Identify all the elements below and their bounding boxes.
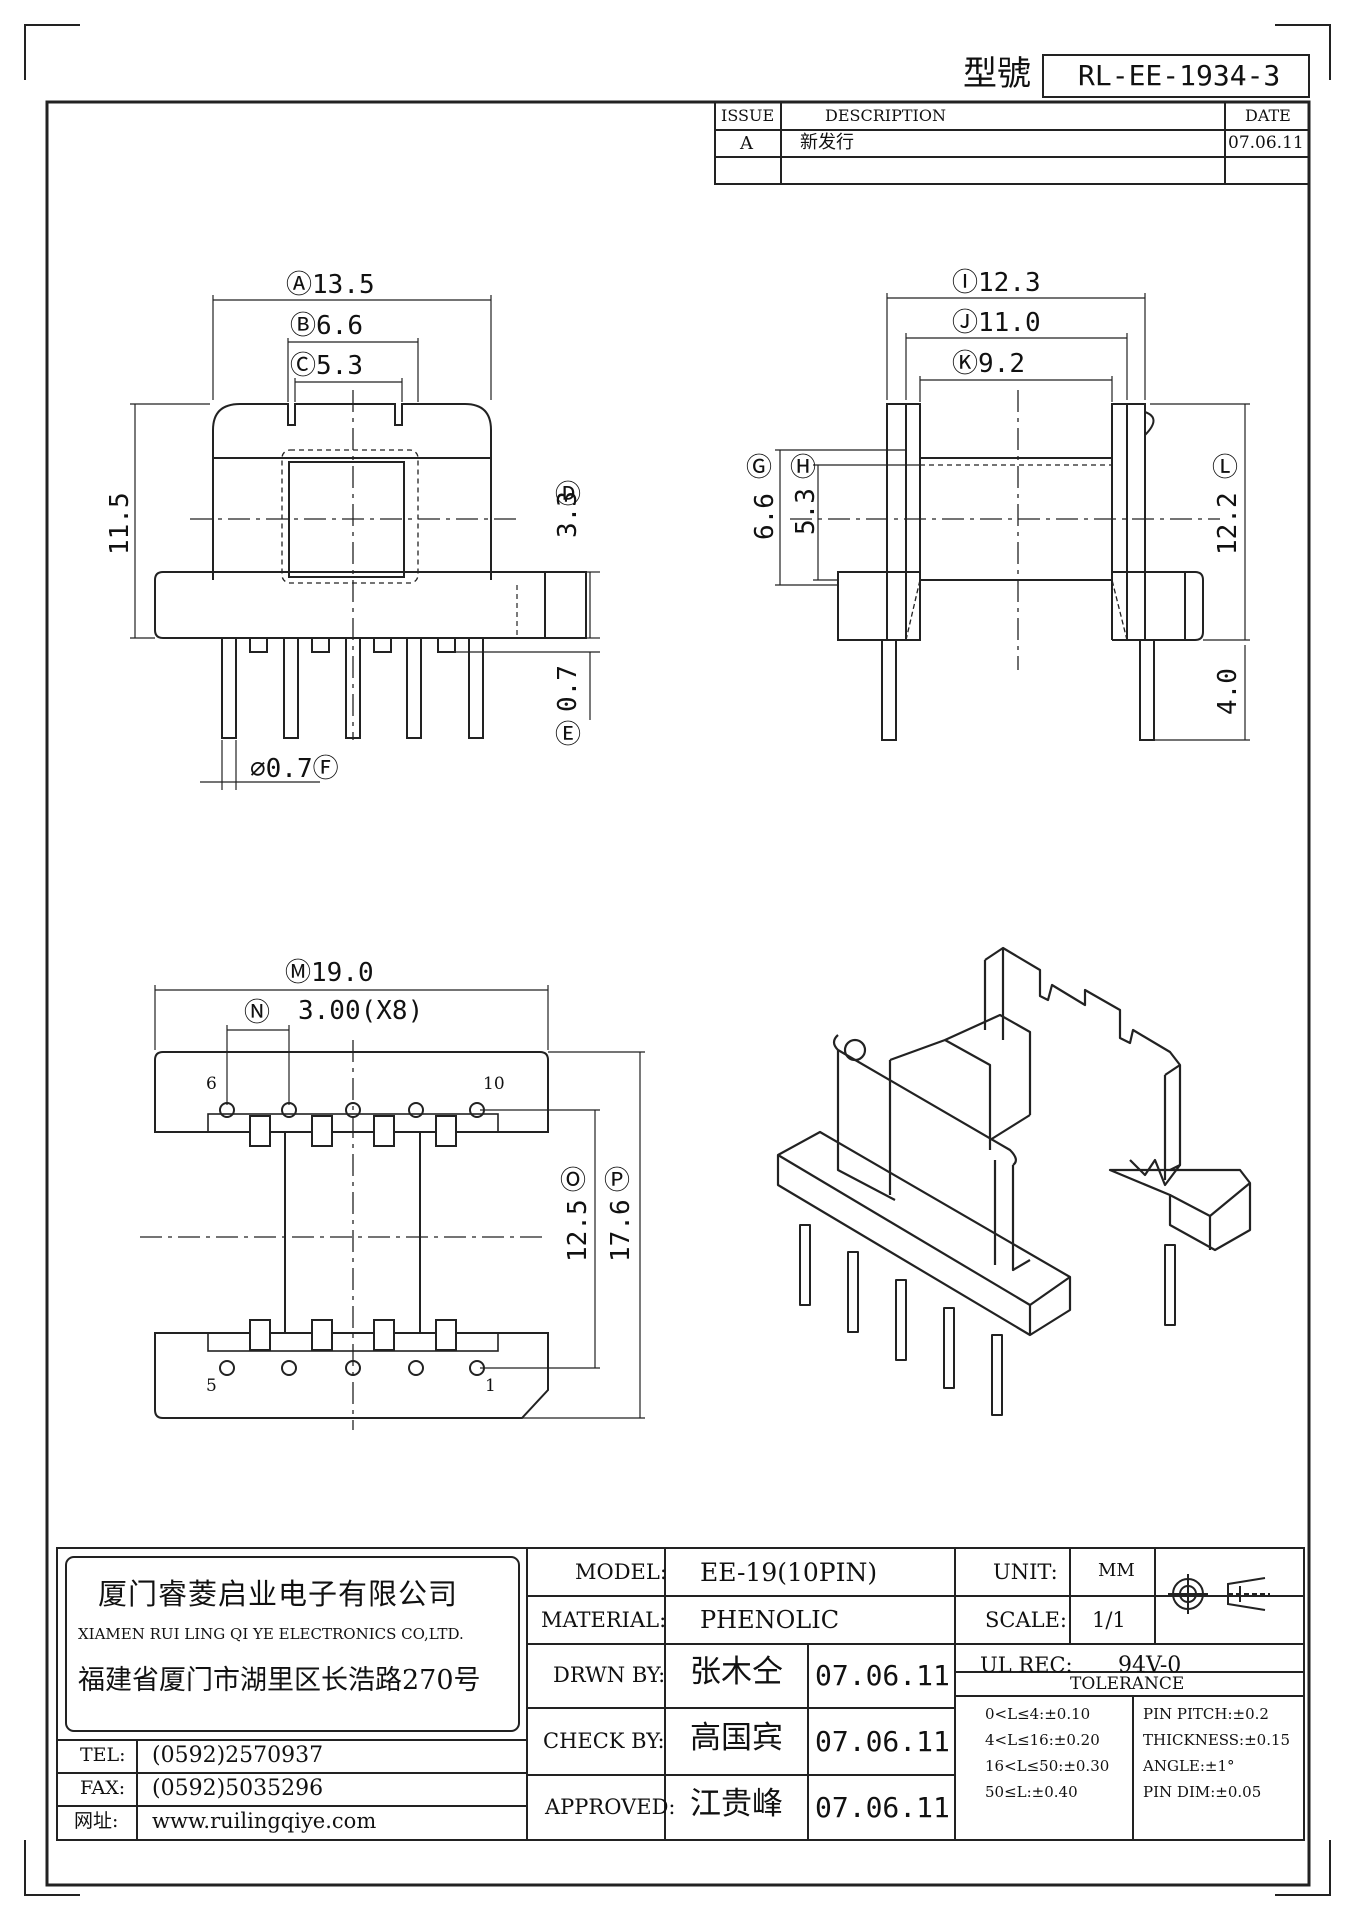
dim-e-letter: Ⓔ bbox=[555, 720, 582, 750]
dim-side-pin-length: 4.0 bbox=[1213, 668, 1243, 715]
dim-p-value: 17.6 bbox=[606, 1199, 636, 1262]
dim-f: ⌀0.7Ⓕ bbox=[250, 754, 339, 784]
scale-label: SCALE: bbox=[985, 1608, 1067, 1632]
dim-g-value: 6.6 bbox=[750, 493, 780, 540]
dim-j: Ⓙ11.0 bbox=[952, 308, 1041, 338]
revision-description: 新发行 bbox=[800, 132, 854, 153]
dim-o-value: 12.5 bbox=[563, 1199, 593, 1262]
dim-e-value: 0.7 bbox=[553, 665, 583, 712]
dim-m: Ⓜ19.0 bbox=[285, 958, 374, 988]
model-field-label: MODEL: bbox=[575, 1560, 667, 1584]
company-address: 福建省厦门市湖里区长浩路270号 bbox=[78, 1665, 481, 1696]
dim-c: Ⓒ5.3 bbox=[290, 351, 363, 381]
dim-a: Ⓐ13.5 bbox=[286, 270, 375, 300]
check-by-label: CHECK BY: bbox=[543, 1729, 665, 1753]
pin-label-6: 6 bbox=[206, 1074, 217, 1094]
dim-m-value: 19.0 bbox=[311, 958, 374, 988]
corner-marks bbox=[24, 24, 1331, 1896]
approved-date: 07.06.11 bbox=[815, 1791, 950, 1824]
dim-d-value: 3.3 bbox=[553, 491, 583, 538]
dim-c-value: 5.3 bbox=[316, 351, 363, 381]
model-number: RL-EE-1934-3 bbox=[1078, 59, 1281, 92]
pin-label-5: 5 bbox=[206, 1376, 217, 1396]
material-label: MATERIAL: bbox=[541, 1608, 667, 1632]
fax-value: (0592)5035296 bbox=[152, 1776, 324, 1801]
web-label: 网址: bbox=[74, 1810, 119, 1832]
dim-a-value: 13.5 bbox=[312, 270, 375, 300]
revision-header-description: DESCRIPTION bbox=[825, 106, 946, 125]
dim-i: Ⓘ12.3 bbox=[952, 268, 1041, 298]
approved-label: APPROVED: bbox=[545, 1795, 676, 1819]
dim-k: Ⓚ9.2 bbox=[952, 349, 1025, 379]
tolerance-right-1: PIN PITCH:±0.2 bbox=[1143, 1705, 1269, 1723]
model-label: 型號 bbox=[963, 54, 1031, 94]
projection-symbol-icon bbox=[1168, 1574, 1270, 1614]
pin-label-10: 10 bbox=[483, 1074, 505, 1094]
tolerance-right-3: ANGLE:±1° bbox=[1143, 1757, 1235, 1775]
dim-p-letter: Ⓟ bbox=[604, 1166, 631, 1196]
scale-value: 1/1 bbox=[1092, 1608, 1126, 1632]
dim-b-value: 6.6 bbox=[316, 311, 363, 341]
unit-label: UNIT: bbox=[993, 1560, 1058, 1584]
title-block-grid bbox=[56, 1547, 1305, 1841]
tel-value: (0592)2570937 bbox=[152, 1743, 324, 1768]
tolerance-right-2: THICKNESS:±0.15 bbox=[1143, 1731, 1291, 1749]
material-value: PHENOLIC bbox=[700, 1606, 840, 1634]
sheet-border bbox=[45, 100, 1311, 1887]
dim-o-letter: Ⓞ bbox=[560, 1166, 587, 1196]
tolerance-left-3: 16<L≤50:±0.30 bbox=[985, 1757, 1110, 1775]
fax-label: FAX: bbox=[80, 1777, 126, 1799]
dim-i-value: 12.3 bbox=[978, 268, 1041, 298]
dim-n-letter: Ⓝ bbox=[244, 998, 271, 1028]
dim-l-letter: Ⓛ bbox=[1212, 453, 1239, 483]
dim-h-value: 5.3 bbox=[791, 488, 821, 535]
dim-f-value: 0.7 bbox=[265, 754, 313, 784]
ul-value: 94V-0 bbox=[1118, 1653, 1182, 1678]
dim-b: Ⓑ6.6 bbox=[290, 311, 363, 341]
ul-label: UL REC: bbox=[980, 1653, 1073, 1677]
drawn-by-name: 张木仝 bbox=[690, 1654, 783, 1690]
isometric-view bbox=[776, 946, 1252, 1416]
dim-k-value: 9.2 bbox=[978, 349, 1025, 379]
unit-value: MM bbox=[1098, 1560, 1135, 1581]
pin-label-1: 1 bbox=[485, 1376, 496, 1396]
diameter-symbol: ⌀ bbox=[250, 754, 266, 784]
model-field-value: EE-19(10PIN) bbox=[700, 1558, 878, 1587]
model-header-box bbox=[1042, 54, 1310, 98]
dim-front-height: 11.5 bbox=[105, 492, 135, 555]
company-name-en: XIAMEN RUI LING QI YE ELECTRONICS CO,LTD… bbox=[78, 1625, 464, 1643]
company-name-cn: 厦门睿菱启业电子有限公司 bbox=[98, 1577, 459, 1611]
dim-j-value: 11.0 bbox=[978, 308, 1041, 338]
tolerance-left-4: 50≤L:±0.40 bbox=[985, 1783, 1078, 1801]
revision-date: 07.06.11 bbox=[1228, 133, 1304, 153]
tolerance-left-2: 4<L≤16:±0.20 bbox=[985, 1731, 1100, 1749]
bottom-view bbox=[140, 985, 645, 1430]
tel-label: TEL: bbox=[80, 1744, 126, 1766]
revision-header-date: DATE bbox=[1245, 106, 1291, 125]
approved-by-name: 江贵峰 bbox=[690, 1786, 783, 1822]
front-view bbox=[130, 295, 600, 790]
dim-n-value: 3.00(X8) bbox=[298, 996, 424, 1026]
drawn-date: 07.06.11 bbox=[815, 1659, 950, 1692]
tolerance-left-1: 0<L≤4:±0.10 bbox=[985, 1705, 1091, 1723]
revision-issue: A bbox=[740, 133, 753, 154]
drawn-by-label: DRWN BY: bbox=[553, 1663, 666, 1687]
web-value: www.ruilingqiye.com bbox=[152, 1809, 377, 1833]
revision-header-issue: ISSUE bbox=[721, 106, 775, 125]
dim-g-letter: Ⓖ bbox=[746, 453, 773, 483]
revision-table bbox=[714, 101, 1310, 185]
side-view bbox=[775, 293, 1250, 741]
dim-h-letter: Ⓗ bbox=[790, 453, 817, 483]
dim-d-letter: Ⓓ bbox=[555, 480, 582, 510]
dim-l-value: 12.2 bbox=[1213, 492, 1243, 555]
tolerance-right-4: PIN DIM:±0.05 bbox=[1143, 1783, 1262, 1801]
tolerance-label: TOLERANCE bbox=[1070, 1674, 1185, 1694]
check-date: 07.06.11 bbox=[815, 1725, 950, 1758]
check-by-name: 高国宾 bbox=[690, 1720, 783, 1756]
